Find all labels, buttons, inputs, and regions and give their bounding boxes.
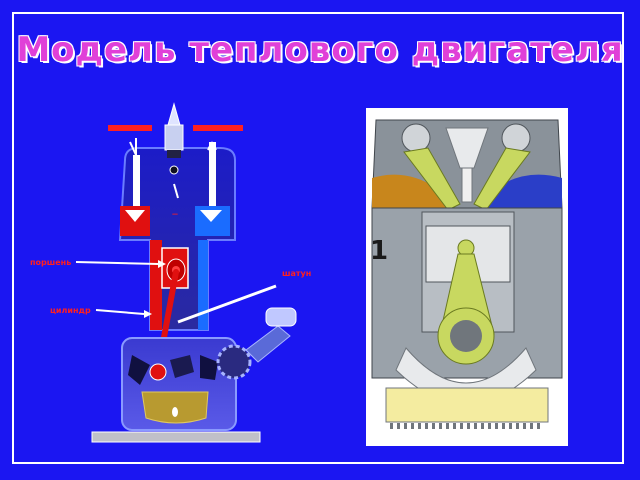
- cutaway-cam-left: [401, 123, 431, 153]
- spark-plug-body: [164, 124, 184, 151]
- exhaust-channel: [198, 240, 208, 330]
- base-plate: [91, 431, 261, 443]
- cylinder-pointer: [95, 309, 145, 315]
- stroke-number: 1: [370, 236, 389, 266]
- spark-gap: [169, 165, 179, 175]
- spark-arrow: [173, 183, 179, 199]
- spark-plug-base: [167, 150, 181, 158]
- exhaust-arrow: [207, 141, 217, 151]
- label-cylinder: цилиндр: [50, 306, 91, 315]
- intake-pipe: [133, 155, 140, 210]
- engine-cutaway: [366, 108, 568, 446]
- cutaway-plug-funnel: [445, 127, 489, 169]
- slide-frame: [12, 12, 624, 464]
- cylinder-pointer-head: [144, 310, 152, 318]
- spark-label-mark: —: [172, 211, 178, 218]
- counterweight-left: [128, 355, 150, 385]
- piston-pointer-head: [158, 260, 166, 268]
- exhaust-pipe: [209, 142, 216, 210]
- label-piston: поршень: [30, 258, 72, 267]
- intake-valve: [125, 210, 145, 222]
- crank-web: [170, 355, 194, 378]
- exhaust-caption-mark: [193, 125, 243, 131]
- piston-pointer: [75, 261, 159, 265]
- cutaway-crank-journal: [450, 320, 482, 352]
- spark-plug-tip: [167, 102, 181, 126]
- oil-drop: [172, 407, 178, 417]
- cutaway-valve-left: [403, 147, 461, 211]
- starter-lever: [245, 325, 291, 363]
- cutaway-spark-plug: [461, 167, 473, 203]
- starter-handle: [265, 307, 297, 327]
- intake-channel: [150, 240, 162, 330]
- rod-pointer: [177, 284, 277, 324]
- exhaust-valve: [200, 210, 222, 222]
- cutaway-oil-pan: [385, 387, 549, 423]
- crank-pin: [149, 363, 167, 381]
- label-rod: шатун: [282, 269, 312, 278]
- counterweight-right: [200, 355, 218, 380]
- intake-caption-mark: [108, 125, 152, 131]
- flywheel-gear: [216, 344, 252, 380]
- slide-title: Модель теплового двигателя: [16, 30, 624, 70]
- intake-arrow: [129, 138, 137, 156]
